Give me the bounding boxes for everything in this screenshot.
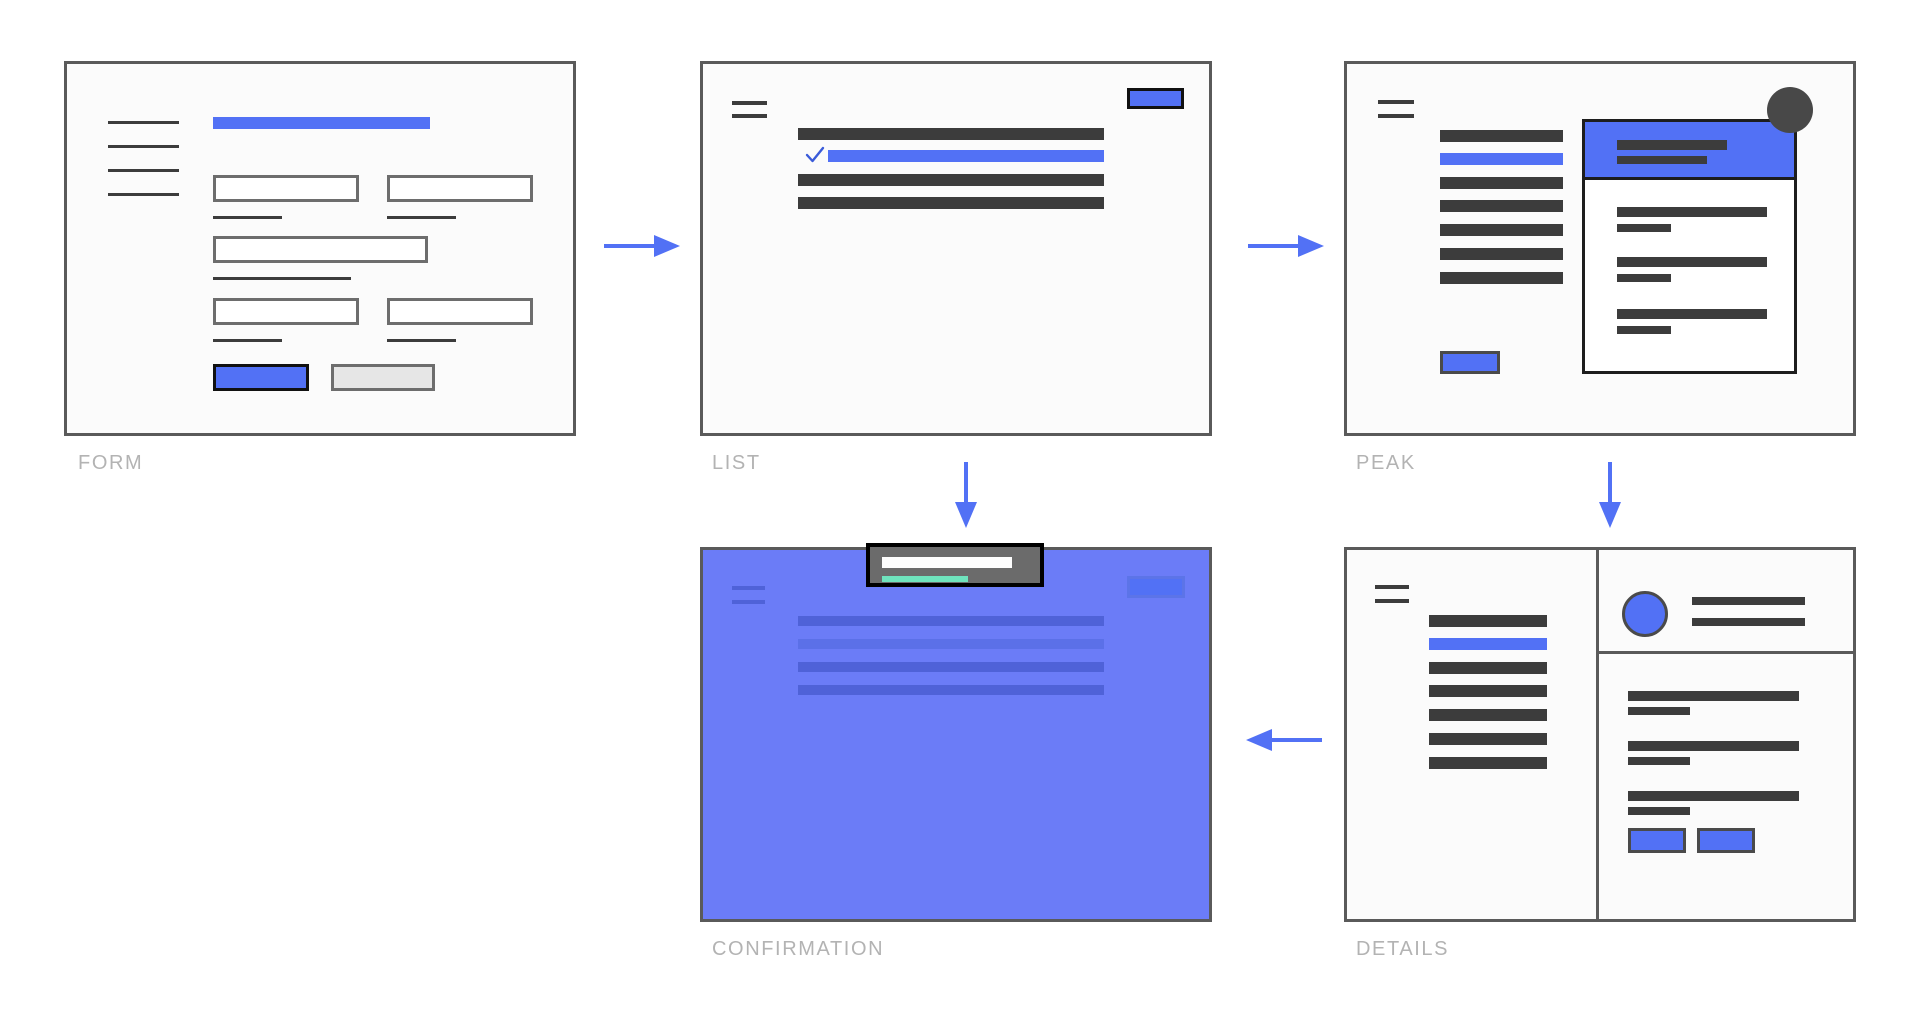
details-nav-line-1 [1375, 585, 1409, 589]
screen-label-list: LIST [712, 452, 761, 474]
list-row-3[interactable] [798, 174, 1104, 186]
confirmation-row-2 [798, 639, 1104, 649]
confirmation-row-1 [798, 616, 1104, 626]
form-helper-2 [387, 216, 456, 219]
details-list-row-7[interactable] [1429, 757, 1547, 769]
peak-list-row-3[interactable] [1440, 177, 1563, 189]
list-nav-line-2 [732, 114, 767, 118]
form-field-4[interactable] [213, 298, 359, 325]
connector-list-to-peak [1248, 235, 1324, 257]
details-list-row-3[interactable] [1429, 662, 1547, 674]
screen-peak[interactable] [1344, 61, 1856, 436]
connector-peak-to-details [1599, 462, 1621, 528]
screen-confirmation[interactable] [700, 547, 1212, 922]
peak-list-row-1[interactable] [1440, 130, 1563, 142]
peak-list-row-2-selected[interactable] [1440, 153, 1563, 165]
confirmation-progress-toast[interactable] [866, 543, 1044, 587]
confirmation-row-3 [798, 662, 1104, 672]
confirmation-action-button[interactable] [1127, 576, 1185, 598]
list-row-2-selected[interactable] [828, 150, 1104, 162]
details-body-title-1 [1628, 691, 1799, 701]
form-cancel-button[interactable] [331, 364, 435, 391]
details-profile-line-2 [1692, 618, 1805, 626]
screen-form[interactable] [64, 61, 576, 436]
details-list-row-1[interactable] [1429, 615, 1547, 627]
list-nav-line-1 [732, 101, 767, 105]
peak-list-row-7[interactable] [1440, 272, 1563, 284]
form-submit-button[interactable] [213, 364, 309, 391]
details-confirm-button[interactable] [1628, 828, 1686, 853]
screen-list[interactable] [700, 61, 1212, 436]
details-body-sub-1 [1628, 707, 1690, 715]
list-row-2-check-icon [804, 144, 826, 170]
peak-card-body-sub-3 [1617, 326, 1671, 334]
details-avatar-icon [1622, 591, 1668, 637]
details-list-row-5[interactable] [1429, 709, 1547, 721]
peak-list-row-6[interactable] [1440, 248, 1563, 260]
confirmation-nav-line-1 [732, 586, 765, 590]
form-nav-line-2 [108, 145, 179, 148]
list-add-button[interactable] [1127, 88, 1184, 109]
peak-card-header-line-1 [1617, 140, 1727, 150]
peak-card-body-sub-2 [1617, 274, 1671, 282]
details-body-title-3 [1628, 791, 1799, 801]
connector-form-to-list [604, 235, 680, 257]
details-nav-line-2 [1375, 599, 1409, 603]
details-profile-divider [1596, 651, 1856, 654]
screen-label-form: FORM [78, 452, 144, 474]
peak-nav-line-2 [1378, 114, 1414, 118]
peak-nav-line-1 [1378, 100, 1414, 104]
form-nav-line-4 [108, 193, 179, 196]
form-nav-line-1 [108, 121, 179, 124]
confirmation-nav-line-2 [732, 600, 765, 604]
peak-card-body-title-1 [1617, 207, 1767, 217]
form-helper-4 [213, 339, 282, 342]
details-list-row-6[interactable] [1429, 733, 1547, 745]
peak-action-button[interactable] [1440, 351, 1500, 374]
confirmation-row-4 [798, 685, 1104, 695]
screen-label-confirmation: CONFIRMATION [712, 938, 885, 960]
connector-details-to-confirmation [1246, 729, 1322, 751]
form-field-3[interactable] [213, 236, 428, 263]
details-list-row-2-selected[interactable] [1429, 638, 1547, 650]
peak-card-body-sub-1 [1617, 224, 1671, 232]
form-helper-5 [387, 339, 456, 342]
peak-card-body-title-2 [1617, 257, 1767, 267]
details-list-row-4[interactable] [1429, 685, 1547, 697]
details-profile-line-1 [1692, 597, 1805, 605]
peak-card-body-title-3 [1617, 309, 1767, 319]
form-nav-line-3 [108, 169, 179, 172]
peak-avatar-badge-icon [1767, 87, 1813, 133]
peak-card-header-line-2 [1617, 156, 1707, 164]
details-column-divider [1596, 550, 1599, 919]
form-helper-1 [213, 216, 282, 219]
list-row-1[interactable] [798, 128, 1104, 140]
peak-list-row-4[interactable] [1440, 200, 1563, 212]
peak-list-row-5[interactable] [1440, 224, 1563, 236]
toast-progress-bar [882, 576, 968, 582]
connector-list-to-confirmation [955, 462, 977, 528]
form-field-2[interactable] [387, 175, 533, 202]
details-back-button[interactable] [1697, 828, 1755, 853]
screen-label-peak: PEAK [1356, 452, 1416, 474]
details-body-sub-3 [1628, 807, 1690, 815]
details-body-title-2 [1628, 741, 1799, 751]
peak-card-header [1585, 122, 1794, 180]
list-row-4[interactable] [798, 197, 1104, 209]
form-field-1[interactable] [213, 175, 359, 202]
details-body-sub-2 [1628, 757, 1690, 765]
form-field-5[interactable] [387, 298, 533, 325]
toast-message-bar [882, 557, 1012, 568]
form-title-bar [213, 117, 430, 129]
screen-label-details: DETAILS [1356, 938, 1450, 960]
screen-details[interactable] [1344, 547, 1856, 922]
form-helper-3 [213, 277, 351, 280]
